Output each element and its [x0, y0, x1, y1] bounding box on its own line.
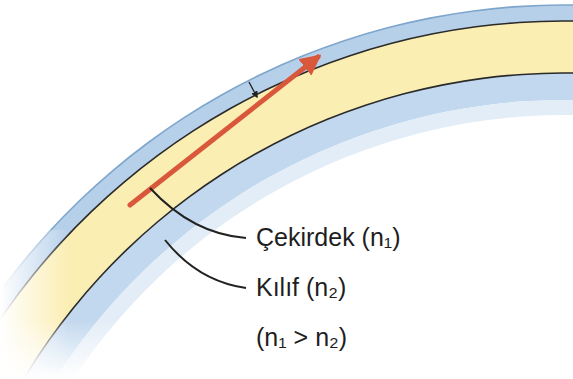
- leader-line: [150, 188, 246, 238]
- layer-boundary: [0, 72, 573, 379]
- part-label: Çekirdek (n₁): [256, 224, 401, 252]
- part-label: Kılıf (n₂): [256, 274, 346, 302]
- fade-bottom: [0, 320, 200, 379]
- cladding-outer: [0, 5, 573, 379]
- interface-arrow: [249, 82, 257, 97]
- layer-boundary: [0, 4, 573, 379]
- layer-boundary: [0, 20, 573, 379]
- cladding-inner: [0, 73, 573, 379]
- cladding-inner-fade: [0, 100, 573, 379]
- core: [0, 21, 573, 379]
- part-label: (n₁ > n₂): [256, 324, 347, 352]
- light-ray-arrow: [130, 57, 318, 205]
- leader-line: [165, 240, 246, 288]
